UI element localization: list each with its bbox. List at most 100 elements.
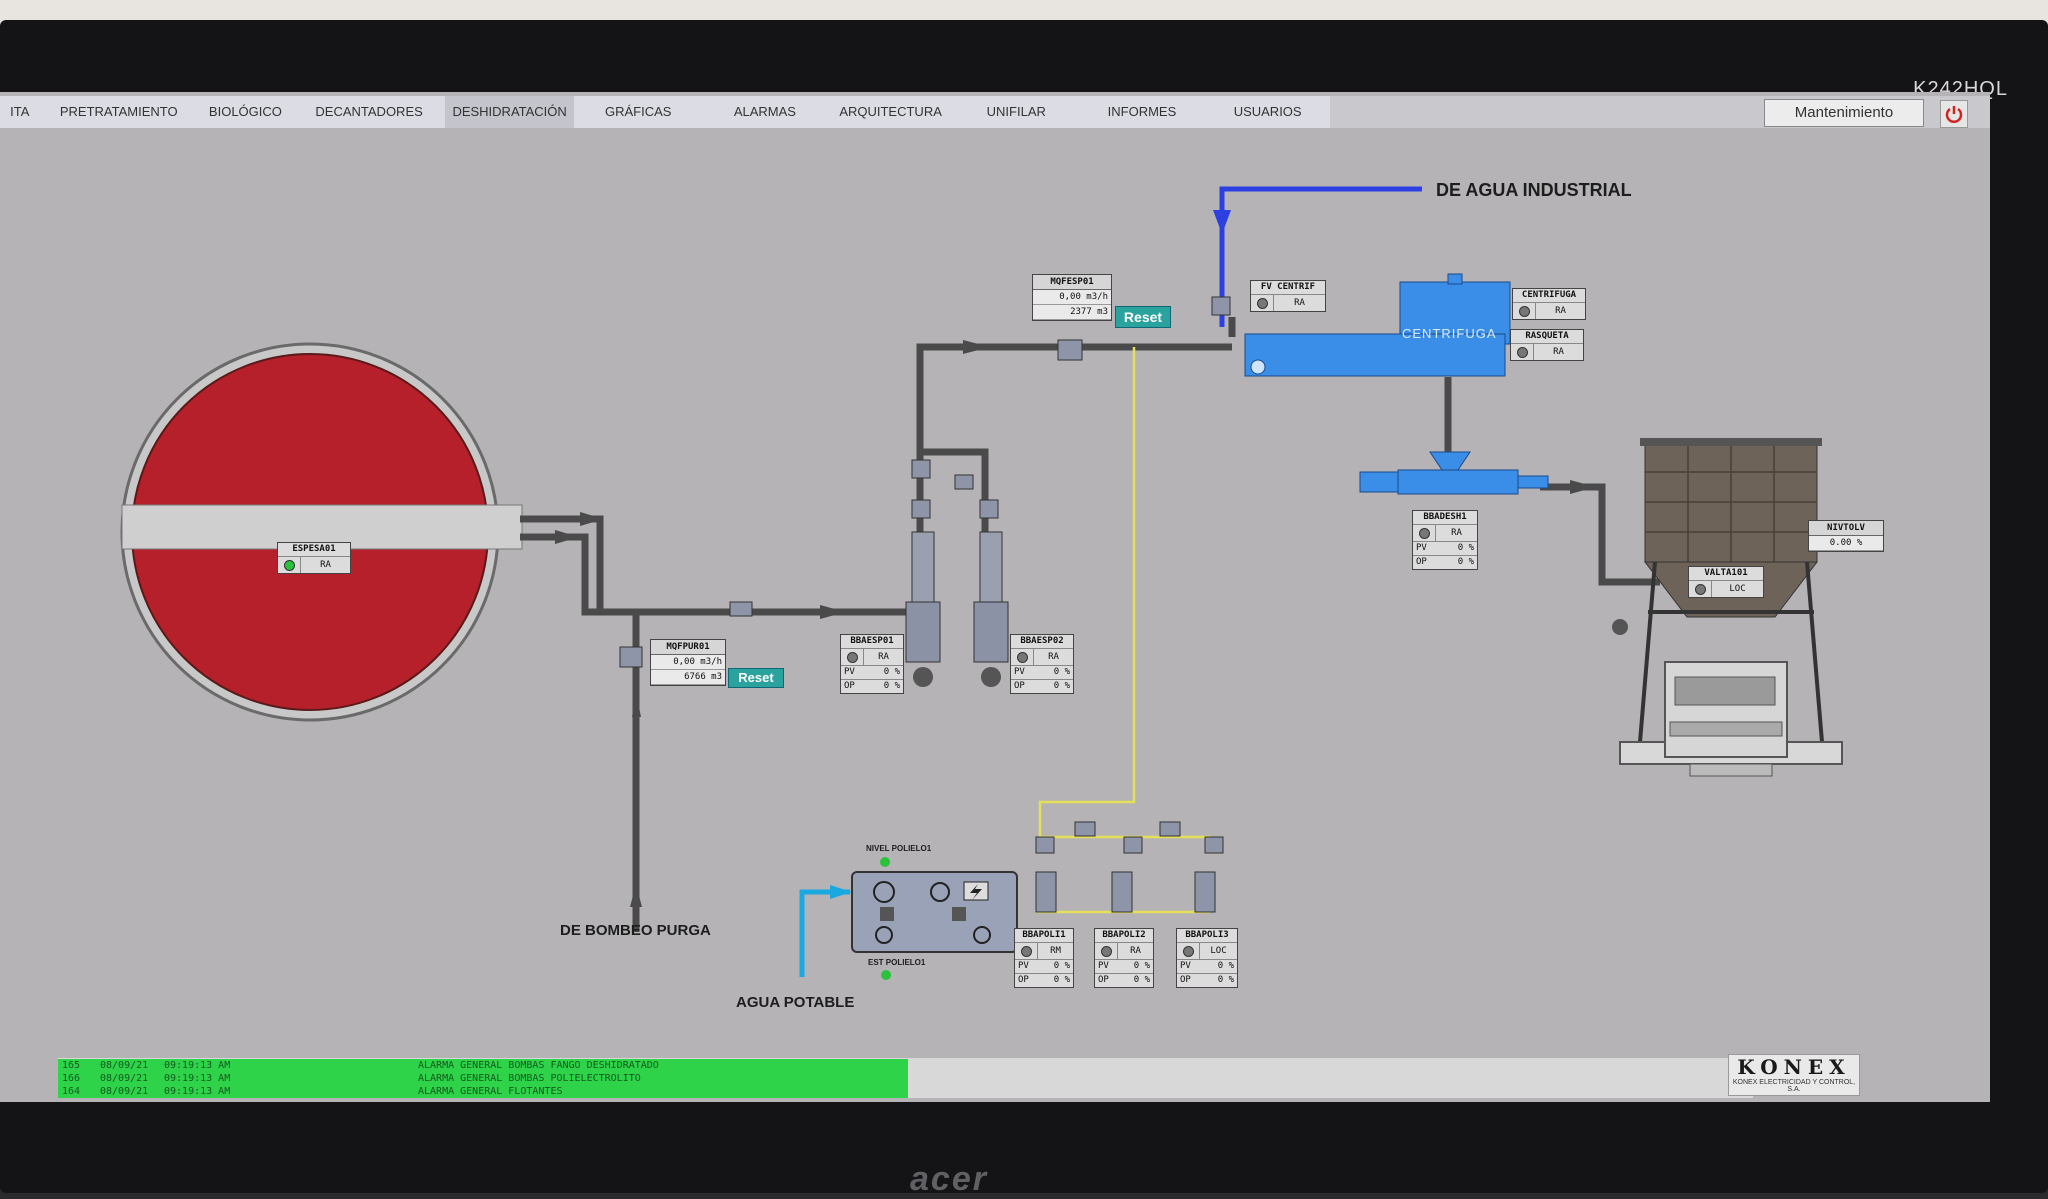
faceplate-espesa01[interactable]: ESPESA01 RA	[277, 542, 351, 574]
mode-indicator: RA	[1048, 652, 1059, 662]
faceplate-tag: VALTA101	[1704, 568, 1748, 578]
pv-label: PV	[1416, 543, 1427, 553]
tab-alarmas[interactable]: ALARMAS	[733, 104, 796, 119]
op-value: 0 %	[1133, 975, 1150, 985]
faceplate-fv-centrif[interactable]: FV CENTRIF RA	[1250, 280, 1326, 312]
faceplate-tag: BBAPOLI2	[1102, 930, 1146, 940]
pv-label: PV	[1180, 961, 1191, 971]
alarm-time: 09:19:13 AM	[164, 1086, 231, 1097]
op-label: OP	[1180, 975, 1191, 985]
mode-indicator: RM	[1050, 946, 1061, 956]
tab-unifilar[interactable]: UNIFILAR	[986, 104, 1046, 119]
op-label: OP	[1098, 975, 1109, 985]
flow-arrows	[555, 340, 1596, 907]
flowmeter-tag: MQFPUR01	[651, 640, 725, 655]
pv-label: PV	[1014, 667, 1025, 677]
op-label: OP	[1014, 681, 1025, 691]
faceplate-centrifuga[interactable]: CENTRIFUGA RA	[1512, 288, 1586, 320]
alarm-row[interactable]: 166 08/09/21 09:19:13 AM ALARMA GENERAL …	[58, 1072, 908, 1085]
tab-pretratamiento[interactable]: PRETRATAMIENTO	[59, 104, 178, 119]
level-nivtolv: NIVTOLV 0.00 %	[1808, 520, 1884, 552]
mode-indicator: RA	[1451, 528, 1462, 538]
sludge-hopper[interactable]	[1612, 438, 1824, 743]
op-value: 0 %	[1053, 681, 1070, 691]
status-light	[1413, 525, 1436, 541]
tab-usuarios[interactable]: USUARIOS	[1233, 104, 1302, 119]
tab-decantadores[interactable]: DECANTADORES	[315, 104, 423, 119]
process-diagram	[120, 186, 1843, 980]
label-nivel-polielo1: NIVEL POLIELO1	[866, 844, 932, 853]
mode-indicator: RA	[1555, 306, 1566, 316]
pump-bbadesh1[interactable]	[1359, 451, 1549, 495]
alarm-id: 164	[62, 1086, 81, 1097]
tab-deshidratacion[interactable]: DESHIDRATACIÓN	[445, 96, 574, 128]
mode-indicator: LOC	[1210, 946, 1227, 956]
scada-screen: ITA PRETRATAMIENTO BIOLÓGICO DECANTADORE…	[0, 92, 1990, 1102]
top-nav: ITA PRETRATAMIENTO BIOLÓGICO DECANTADORE…	[0, 96, 1990, 128]
pv-label: PV	[1018, 961, 1029, 971]
pipes-main	[520, 317, 1660, 932]
faceplate-tag: RASQUETA	[1525, 331, 1569, 341]
power-button[interactable]	[1940, 100, 1968, 128]
status-light	[841, 649, 864, 665]
alarm-text: ALARMA GENERAL BOMBAS POLIELECTROLITO	[418, 1073, 641, 1084]
status-light	[278, 557, 301, 573]
power-icon	[1945, 106, 1963, 123]
faceplate-bbapoli2[interactable]: BBAPOLI2 RA PV 0 % OP 0 %	[1094, 928, 1154, 988]
status-light	[1011, 649, 1034, 665]
pv-label: PV	[1098, 961, 1109, 971]
alarm-banner[interactable]: 165 08/09/21 09:19:13 AM ALARMA GENERAL …	[58, 1058, 1753, 1098]
faceplate-valta101[interactable]: VALTA101 LOC	[1688, 566, 1764, 598]
reset-mqfesp01-button[interactable]: Reset	[1115, 306, 1171, 328]
status-light	[1689, 581, 1712, 597]
status-light	[1177, 943, 1200, 959]
flowmeter-tag: MQFESP01	[1033, 275, 1111, 290]
monitor-brand: acer	[910, 1160, 988, 1198]
tab-biologico[interactable]: BIOLÓGICO	[208, 104, 282, 119]
tab-arquitectura[interactable]: ARQUITECTURA	[839, 104, 942, 119]
tab-planta[interactable]: ITA	[10, 104, 30, 119]
faceplate-rasqueta[interactable]: RASQUETA RA	[1510, 329, 1584, 361]
flowmeter-total: 2377 m3	[1033, 305, 1111, 320]
reset-mqfpur01-button[interactable]: Reset	[728, 668, 784, 688]
truck	[1619, 661, 1843, 777]
poly-pumps[interactable]	[1035, 821, 1224, 913]
status-light	[1015, 943, 1038, 959]
faceplate-tag: CENTRIFUGA	[1521, 290, 1577, 300]
mode-indicator: RA	[1294, 298, 1305, 308]
flowmeter-flow: 0,00 m3/h	[651, 655, 725, 670]
faceplate-tag: BBAPOLI3	[1185, 930, 1229, 940]
op-value: 0 %	[1457, 557, 1474, 567]
konex-logo-text: KONEX	[1737, 1055, 1851, 1079]
alarm-date: 08/09/21	[100, 1060, 149, 1071]
label-agua-industrial: DE AGUA INDUSTRIAL	[1436, 180, 1632, 200]
pv-value: 0 %	[1457, 543, 1474, 553]
level-value: 0.00 %	[1809, 536, 1883, 551]
op-label: OP	[1018, 975, 1029, 985]
pump-bbaesp02[interactable]	[973, 531, 1009, 687]
industrial-water-line	[1213, 186, 1422, 327]
mode-indicator: RA	[1130, 946, 1141, 956]
flowmeter-mqfpur01: MQFPUR01 0,00 m3/h 6766 m3	[650, 639, 726, 686]
maintenance-button[interactable]: Mantenimiento	[1764, 99, 1924, 127]
alarm-time: 09:19:13 AM	[164, 1060, 231, 1071]
alarm-row[interactable]: 164 08/09/21 09:19:13 AM ALARMA GENERAL …	[58, 1085, 908, 1098]
thickener-espesa01[interactable]	[120, 342, 523, 722]
pv-value: 0 %	[1133, 961, 1150, 971]
pump-bbaesp01[interactable]	[905, 531, 941, 687]
centrifuge[interactable]	[1244, 273, 1511, 377]
valves[interactable]	[619, 296, 1231, 668]
alarm-text: ALARMA GENERAL FLOTANTES	[418, 1086, 563, 1097]
status-light	[1511, 344, 1534, 360]
tab-informes[interactable]: INFORMES	[1107, 104, 1177, 119]
alarm-row[interactable]: 165 08/09/21 09:19:13 AM ALARMA GENERAL …	[58, 1059, 908, 1072]
tab-graficas[interactable]: GRÁFICAS	[605, 104, 672, 119]
polymer-unit[interactable]	[851, 857, 1018, 980]
op-label: OP	[1416, 557, 1427, 567]
pv-value: 0 %	[883, 667, 900, 677]
